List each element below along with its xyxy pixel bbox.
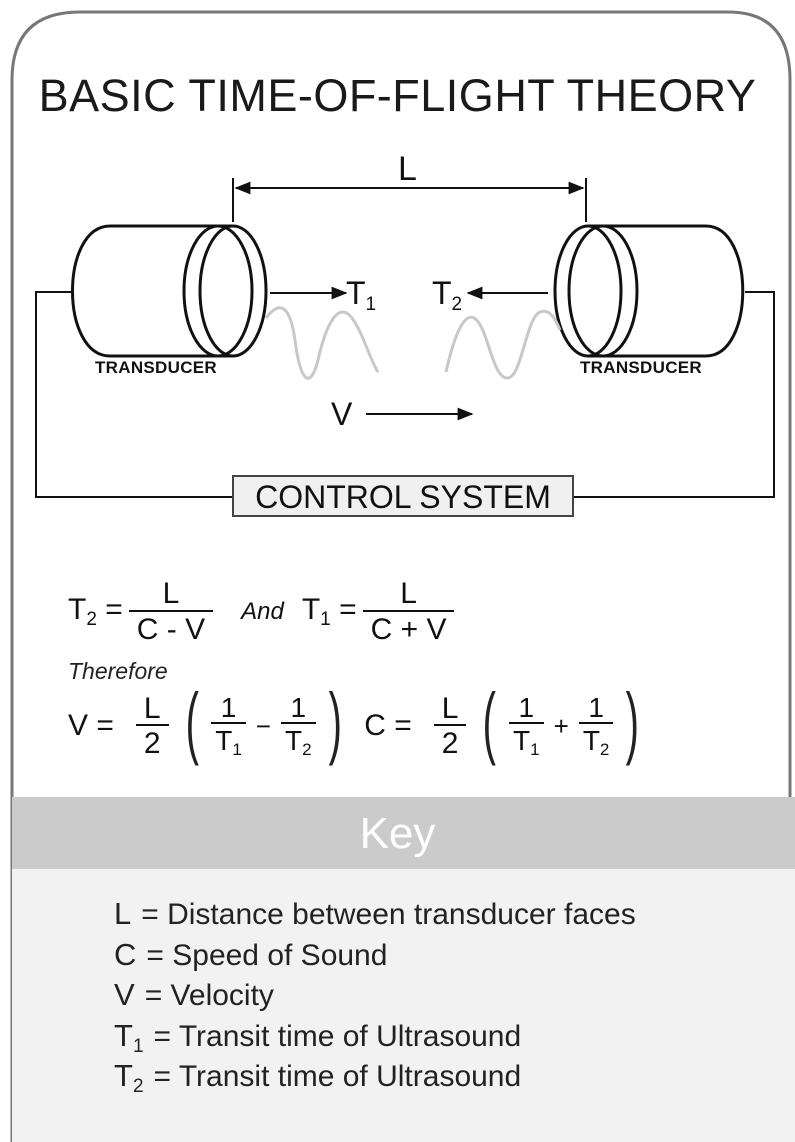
velocity-label: V (331, 396, 353, 432)
minus-sign: − (255, 710, 271, 741)
c-lhs: C = (364, 709, 412, 742)
t1-lhs: T1 = (301, 592, 357, 630)
left-wave (264, 306, 380, 380)
t2-label: T2 (432, 275, 463, 315)
left-transducer-label: TRANSDUCER (95, 358, 217, 377)
right-transducer-shape (553, 224, 745, 358)
transit-time-equations: T2 = L C - V And T1 = L C + V (68, 578, 460, 645)
c-half-fraction: L 2 (433, 692, 467, 760)
key-symbol-subscript: 1 (132, 1035, 144, 1057)
left-wire (35, 291, 232, 498)
key-description: = Distance between transducer faces (141, 898, 636, 931)
and-word: And (241, 597, 284, 625)
key-description: = Transit time of Ultrasound (153, 1019, 522, 1053)
key-item: L = Distance between transducer faces (114, 896, 636, 937)
key-item: T2 = Transit time of Ultrasound (114, 1058, 636, 1099)
key-symbol: C (114, 936, 137, 972)
t2-lhs: T2 = (68, 592, 123, 630)
key-panel (12, 869, 795, 1142)
plus-sign: + (553, 710, 569, 741)
left-transducer-shape (71, 224, 268, 358)
key-symbol-subscript: 2 (132, 1076, 144, 1097)
key-header-bar (12, 797, 795, 869)
distance-label: L (398, 150, 417, 188)
velocity-and-sound-equations: V = L 2 ( 1 T1 − 1 T2 ) C = L 2 ( 1 T1 +… (68, 682, 646, 762)
key-description: = Transit time of Ultrasound (153, 1060, 522, 1093)
key-symbol: T (114, 1058, 133, 1093)
c-inv-t1: 1 T1 (509, 692, 544, 759)
key-title: Key (359, 809, 436, 858)
key-symbol: L (114, 896, 132, 931)
right-transducer-label: TRANSDUCER (580, 358, 702, 377)
key-item: C = Speed of Sound (114, 937, 636, 978)
t1-fraction: L C + V (362, 578, 455, 645)
key-item: T1 = Transit time of Ultrasound (114, 1018, 636, 1059)
key-description: = Speed of Sound (146, 938, 388, 972)
c-left-paren: ( (483, 677, 497, 766)
t1-label: T1 (346, 275, 377, 315)
v-half-fraction: L 2 (135, 692, 169, 760)
v-lhs: V = (68, 709, 114, 742)
key-item: V = Velocity (114, 977, 636, 1018)
key-symbol: V (114, 977, 135, 1012)
c-right-paren: ) (626, 677, 640, 766)
v-inv-t2: 1 T2 (280, 692, 316, 759)
v-left-paren: ( (185, 677, 199, 766)
therefore-label: Therefore (68, 658, 168, 684)
c-inv-t2: 1 T2 (578, 692, 614, 759)
v-inv-t1: 1 T1 (211, 692, 246, 759)
diagram-title: BASIC TIME-OF-FLIGHT THEORY (38, 70, 757, 121)
right-wire (574, 291, 775, 498)
card-border (10, 10, 792, 1142)
key-description: = Velocity (144, 979, 274, 1012)
v-right-paren: ) (328, 677, 342, 766)
key-symbol: T (114, 1017, 133, 1053)
t2-fraction: L C - V (128, 578, 214, 645)
right-wave (444, 309, 562, 380)
control-system-box: CONTROL SYSTEM (232, 475, 574, 517)
